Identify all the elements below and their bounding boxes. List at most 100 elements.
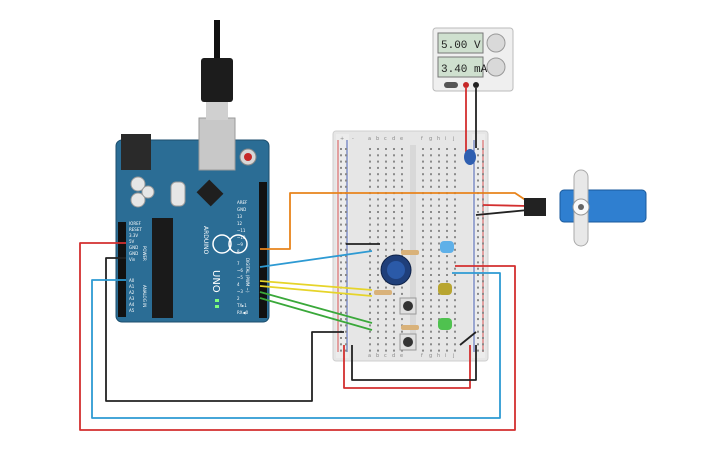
breadboard-hole <box>377 166 379 169</box>
pin-ioref: IOREF <box>129 221 142 226</box>
breadboard-hole <box>369 204 371 207</box>
col-c-top: c <box>384 136 387 142</box>
breadboard-hole <box>340 198 342 201</box>
col-g-top: g <box>429 136 432 142</box>
breadboard-hole <box>446 166 448 169</box>
col-j-top: j <box>452 136 454 142</box>
resistor-2[interactable] <box>374 290 392 295</box>
resistor-3[interactable] <box>401 325 419 330</box>
usb-cable[interactable] <box>201 20 233 120</box>
breadboard-hole <box>438 261 440 264</box>
resistor-1[interactable] <box>401 250 419 255</box>
breadboard-hole <box>454 229 456 232</box>
led-blue[interactable] <box>440 241 454 253</box>
breadboard-hole <box>345 179 347 182</box>
breadboard-hole <box>340 343 342 346</box>
potentiometer[interactable] <box>380 254 412 286</box>
breadboard-hole <box>482 280 484 283</box>
breadboard-hole <box>422 248 424 251</box>
breadboard-hole <box>422 267 424 270</box>
pushbutton-2[interactable] <box>399 333 417 351</box>
model-label: UNO <box>210 270 221 293</box>
breadboard-hole <box>454 286 456 289</box>
breadboard-hole <box>477 318 479 321</box>
col-b-bottom: b <box>376 353 379 359</box>
col-d-bottom: d <box>392 353 395 359</box>
breadboard-hole <box>385 286 387 289</box>
breadboard-hole <box>454 166 456 169</box>
usb-port[interactable] <box>198 117 236 171</box>
breadboard-hole <box>385 223 387 226</box>
pin-vin: Vin <box>129 257 136 262</box>
breadboard-hole <box>345 217 347 220</box>
breadboard-hole <box>393 173 395 176</box>
breadboard-hole <box>345 311 347 314</box>
negative-terminal[interactable] <box>473 82 479 88</box>
breadboard-hole <box>393 179 395 182</box>
breadboard-hole <box>369 148 371 150</box>
breadboard-hole <box>482 166 484 169</box>
positive-terminal[interactable] <box>463 82 469 88</box>
breadboard-hole <box>345 280 347 283</box>
breadboard-hole <box>430 274 432 276</box>
breadboard-hole <box>446 223 448 226</box>
breadboard-hole <box>446 217 448 220</box>
breadboard-hole <box>393 198 395 201</box>
breadboard-hole <box>385 185 387 188</box>
breadboard-hole <box>482 311 484 314</box>
breadboard-hole <box>454 280 456 283</box>
pin-d9: ~9 <box>237 242 243 247</box>
breadboard-hole <box>393 236 395 239</box>
breadboard-hole <box>393 299 395 302</box>
breadboard-hole <box>422 349 424 352</box>
current-knob[interactable] <box>486 57 506 77</box>
breadboard-hole <box>385 311 387 314</box>
led-green[interactable] <box>438 318 452 330</box>
breadboard-hole <box>446 280 448 283</box>
breadboard-hole <box>446 305 448 308</box>
breadboard-hole <box>345 154 347 157</box>
servo-motor[interactable] <box>524 169 647 247</box>
wires[interactable] <box>79 88 531 431</box>
col-e-top: e <box>400 136 403 142</box>
breadboard-hole <box>482 305 484 308</box>
breadboard-hole <box>393 292 395 295</box>
breadboard-hole <box>393 154 395 157</box>
wire-blue-d7 <box>259 250 373 268</box>
breadboard-hole <box>482 274 484 276</box>
power-supply[interactable]: 5.00 V 3.40 mA <box>432 27 514 92</box>
capacitor[interactable] <box>464 149 476 165</box>
breadboard[interactable]: + - a b c d e f g h i j a b c d e f g h … <box>332 130 489 362</box>
breadboard-hole <box>482 242 484 245</box>
power-switch[interactable] <box>444 82 458 88</box>
breadboard-hole <box>454 236 456 239</box>
breadboard-hole <box>482 236 484 239</box>
breadboard-hole <box>477 267 479 270</box>
breadboard-hole <box>446 229 448 232</box>
breadboard-hole <box>430 280 432 283</box>
analog-header-label: ANALOG IN <box>142 285 147 307</box>
pushbutton-1[interactable] <box>399 297 417 315</box>
breadboard-hole <box>369 198 371 201</box>
wire-black-rail-bottom <box>343 345 471 389</box>
breadboard-hole <box>422 261 424 264</box>
breadboard-hole <box>377 337 379 339</box>
breadboard-hole <box>385 330 387 333</box>
breadboard-hole <box>369 217 371 220</box>
breadboard-hole <box>477 198 479 201</box>
arduino-uno-board[interactable]: ARDUINO UNO DIGITAL (PWM ~) POWER ANALOG… <box>115 117 270 323</box>
breadboard-hole <box>377 343 379 346</box>
breadboard-hole <box>477 280 479 283</box>
breadboard-hole <box>477 311 479 314</box>
breadboard-hole <box>482 248 484 251</box>
breadboard-hole <box>430 311 432 314</box>
breadboard-hole <box>482 299 484 302</box>
breadboard-hole <box>345 198 347 201</box>
breadboard-hole <box>430 292 432 295</box>
voltage-knob[interactable] <box>486 33 506 53</box>
led-yellow[interactable] <box>438 283 452 295</box>
breadboard-hole <box>377 204 379 207</box>
breadboard-hole <box>393 343 395 346</box>
breadboard-hole <box>385 343 387 346</box>
